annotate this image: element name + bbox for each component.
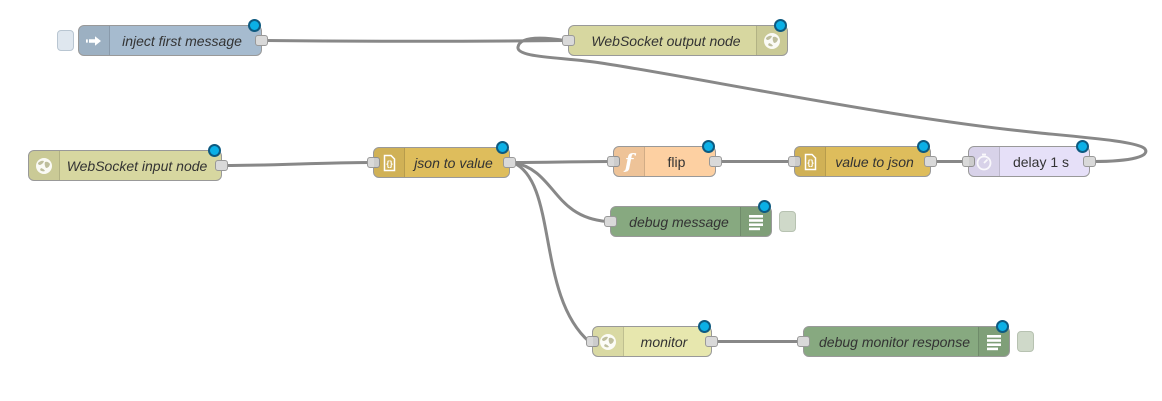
output-port[interactable]: [215, 160, 228, 171]
changed-badge: [248, 19, 261, 32]
svg-text:{}: {}: [807, 157, 814, 167]
changed-badge: [208, 144, 221, 157]
globe-icon: [29, 151, 60, 180]
changed-badge: [1076, 140, 1089, 153]
inject-trigger-button[interactable]: [57, 30, 74, 51]
node-debug-monitor-response[interactable]: debug monitor response: [797, 320, 1034, 357]
wire[interactable]: [516, 36, 1148, 163]
timer-icon: [969, 147, 1000, 176]
output-port[interactable]: [924, 156, 937, 167]
input-port[interactable]: [797, 336, 810, 347]
input-port[interactable]: [562, 35, 575, 46]
input-port[interactable]: [962, 156, 975, 167]
output-port[interactable]: [1083, 156, 1096, 167]
node-label: flip: [667, 153, 686, 170]
debug-toggle-button[interactable]: [779, 211, 796, 232]
changed-badge: [698, 320, 711, 333]
svg-text:{}: {}: [386, 158, 393, 168]
wire[interactable]: [511, 161, 591, 343]
function-icon: f: [614, 147, 645, 176]
node-label: delay 1 s: [1012, 153, 1070, 170]
changed-badge: [702, 140, 715, 153]
output-port[interactable]: [705, 336, 718, 347]
node-websocket-input[interactable]: WebSocket input node: [28, 144, 228, 181]
changed-badge: [917, 140, 930, 153]
wire[interactable]: [263, 39, 567, 43]
output-port[interactable]: [503, 157, 516, 168]
input-port[interactable]: [586, 336, 599, 347]
json-braces-icon: {}: [374, 148, 405, 177]
node-label: WebSocket input node: [66, 157, 208, 174]
node-label: debug message: [629, 213, 729, 230]
node-websocket-output[interactable]: WebSocket output node: [562, 19, 788, 56]
wire[interactable]: [511, 160, 612, 164]
wire[interactable]: [223, 161, 372, 167]
input-port[interactable]: [604, 216, 617, 227]
changed-badge: [758, 200, 771, 213]
input-port[interactable]: [367, 157, 380, 168]
node-flip[interactable]: f flip: [607, 140, 722, 177]
node-label: debug monitor response: [819, 333, 970, 350]
wire[interactable]: [511, 161, 609, 223]
globe-icon: [593, 327, 624, 356]
output-port[interactable]: [255, 35, 268, 46]
node-inject-first-message[interactable]: inject first message: [57, 19, 268, 56]
changed-badge: [496, 141, 509, 154]
node-label: value to json: [835, 153, 914, 170]
debug-toggle-button[interactable]: [1017, 331, 1034, 352]
output-port[interactable]: [709, 156, 722, 167]
changed-badge: [996, 320, 1009, 333]
node-json-to-value[interactable]: {} json to value: [367, 141, 516, 178]
node-label: json to value: [414, 154, 493, 171]
input-port[interactable]: [607, 156, 620, 167]
node-debug-message[interactable]: debug message: [604, 200, 796, 237]
node-label: WebSocket output node: [591, 32, 741, 49]
changed-badge: [774, 19, 787, 32]
input-port[interactable]: [788, 156, 801, 167]
inject-arrow-icon: [79, 26, 110, 55]
json-braces-icon: {}: [795, 147, 826, 176]
node-delay[interactable]: delay 1 s: [962, 140, 1096, 177]
node-label: monitor: [640, 333, 688, 350]
node-value-to-json[interactable]: {} value to json: [788, 140, 937, 177]
node-monitor[interactable]: monitor: [586, 320, 718, 357]
node-label: inject first message: [122, 32, 242, 49]
